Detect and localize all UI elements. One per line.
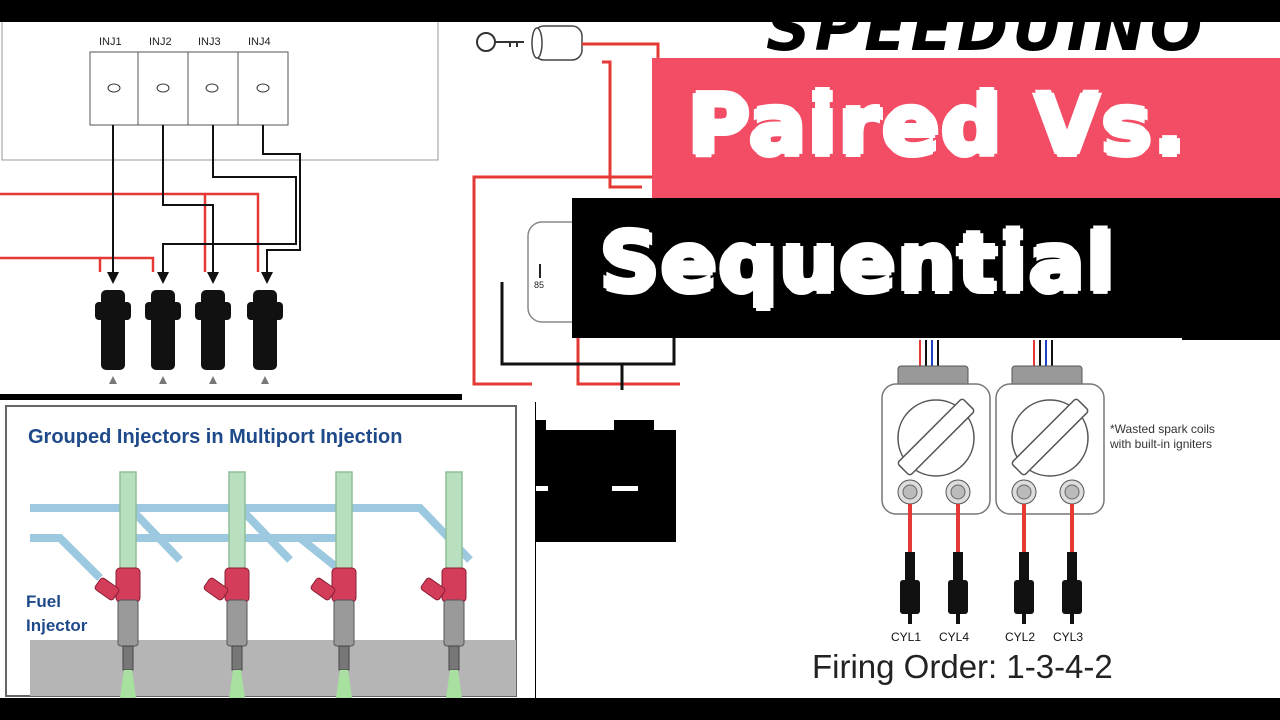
inj4-label: INJ4 <box>248 36 271 48</box>
fuel-label-line1: Fuel <box>26 592 61 611</box>
grouped-injectors-title: Grouped Injectors in Multiport Injection <box>28 426 403 448</box>
cyl2-label: CYL2 <box>1005 630 1036 644</box>
coil-pack-diagram: *Wasted spark coils with built-in ignite… <box>680 340 1280 698</box>
inj3-label: INJ3 <box>198 36 221 48</box>
cyl1-label: CYL1 <box>891 630 922 644</box>
title-line-2: Sequential <box>600 216 1117 311</box>
ignition-switch-icon <box>531 25 583 61</box>
relay-pin-85-label: 85 <box>534 280 545 290</box>
cyl4-label: CYL4 <box>939 630 970 644</box>
fuel-injector-label: Fuel Injector <box>26 590 87 638</box>
grouped-injectors-svg <box>5 405 517 698</box>
inj2-label: INJ2 <box>149 36 172 48</box>
title-banner-bottom: Sequential <box>572 198 1280 338</box>
inj1-label: INJ1 <box>99 36 122 48</box>
battery-panel <box>536 390 682 698</box>
title-line-1: Paired Vs. <box>688 76 1188 174</box>
fuel-label-line2: Injector <box>26 616 88 635</box>
wasted-spark-note: *Wasted spark coils with built-in ignite… <box>1110 422 1215 452</box>
battery-icon <box>536 420 676 542</box>
coil-pack-svg <box>881 340 1105 624</box>
firing-order-label: Firing Order: 1-3-4-2 <box>812 648 1113 685</box>
spark-plug-icon <box>900 552 1082 624</box>
injector-wiring-svg <box>0 22 439 384</box>
logo-text: SPEEDUINO <box>766 22 1207 65</box>
grouped-injectors-diagram: Grouped Injectors in Multiport Injection… <box>0 400 535 698</box>
fuel-injector-icon <box>94 567 467 671</box>
injector-connector <box>89 51 289 126</box>
battery-svg <box>536 390 682 698</box>
cyl3-label: CYL3 <box>1053 630 1084 644</box>
title-banner-top: Paired Vs. <box>652 58 1280 198</box>
key-icon <box>476 32 524 52</box>
injector-wiring-diagram: INJ1 INJ2 INJ3 INJ4 <box>0 22 465 394</box>
ignition-coil-icon <box>881 365 1105 515</box>
wasted-spark-note-line1: *Wasted spark coils <box>1110 422 1215 436</box>
fuel-injector-icon <box>95 290 283 370</box>
wasted-spark-note-line2: with built-in igniters <box>1110 437 1213 451</box>
